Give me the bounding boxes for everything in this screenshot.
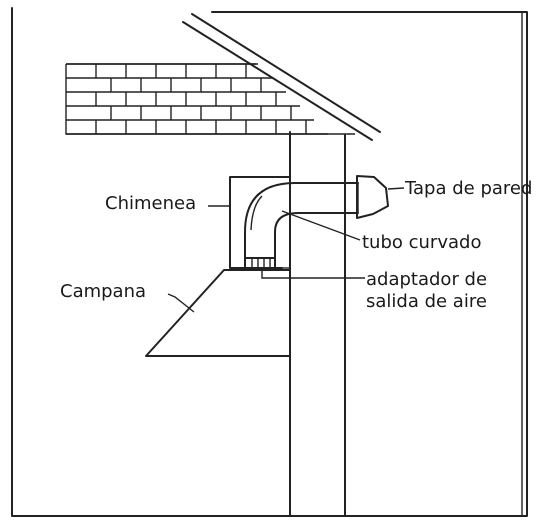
outer-frame — [11, 7, 528, 517]
hood — [145, 269, 291, 357]
label-adaptador-line2: salida de aire — [366, 291, 487, 312]
label-campana: Campana — [60, 281, 146, 302]
wall-cap — [356, 175, 389, 219]
roof — [182, 13, 381, 141]
label-tapa-de-pared: Tapa de pared — [404, 178, 532, 199]
air-outlet-adapter — [239, 257, 283, 269]
wall-channel — [289, 131, 346, 517]
label-chimenea: Chimenea — [105, 193, 196, 214]
label-adaptador-line1: adaptador de — [366, 269, 487, 290]
curved-tube — [244, 182, 359, 259]
brick-wall — [65, 63, 355, 135]
label-tubo-curvado: tubo curvado — [362, 232, 481, 253]
chimney-box — [229, 176, 291, 269]
leader-lines — [167, 187, 405, 313]
